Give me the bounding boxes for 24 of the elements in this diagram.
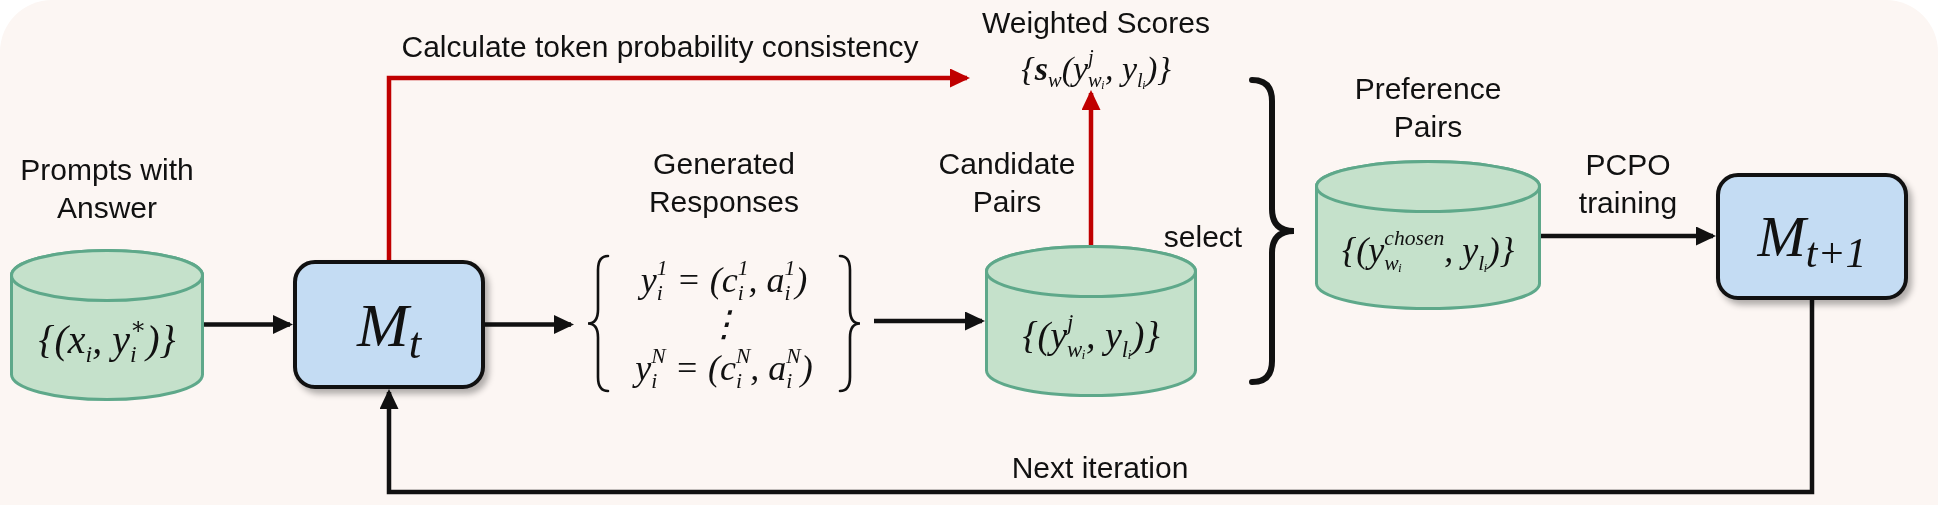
model-box: M$_{t+1}$ [1716,173,1908,300]
node-title: Generated Responses [647,146,801,220]
arrow [204,315,293,334]
arrow [1081,90,1101,245]
edge-label: Calculate token probability consistency [401,29,919,65]
math-formula: {(y$^{j}$$_{wᵢ}$, y$_{lᵢ}$)} [1022,312,1160,360]
math-formula: {(x$_{i}$, y$_{i}$$^{∗}$)} [38,315,176,365]
edge-label: PCPO training [1577,147,1679,221]
node-title: Preference Pairs [1353,71,1503,145]
arrow [874,311,985,331]
node-title: Weighted Scores [982,5,1210,41]
model-box: M$_{t}$ [293,260,485,389]
math-formula: {s$_{w}$(y$^{j}$$_{wᵢ}$, y$_{lᵢ}$)} [1021,47,1171,90]
annotation-label: select [1163,219,1243,255]
node-caption: Candidate Pairs [937,146,1077,220]
arrow [386,68,970,260]
arrow [1541,226,1716,246]
edge-label: Next iteration [1011,450,1189,486]
arrow [379,300,1815,495]
arrow [485,315,574,334]
database-cylinder [985,245,1197,397]
math-formula: y$_{i}$$^{1}$ = (c$_{i}$$^{1}$, a$_{i}$$^{1}$) [640,257,808,302]
math-formula: ⋮ [706,302,742,346]
node-title: Prompts with Answer [19,152,195,226]
